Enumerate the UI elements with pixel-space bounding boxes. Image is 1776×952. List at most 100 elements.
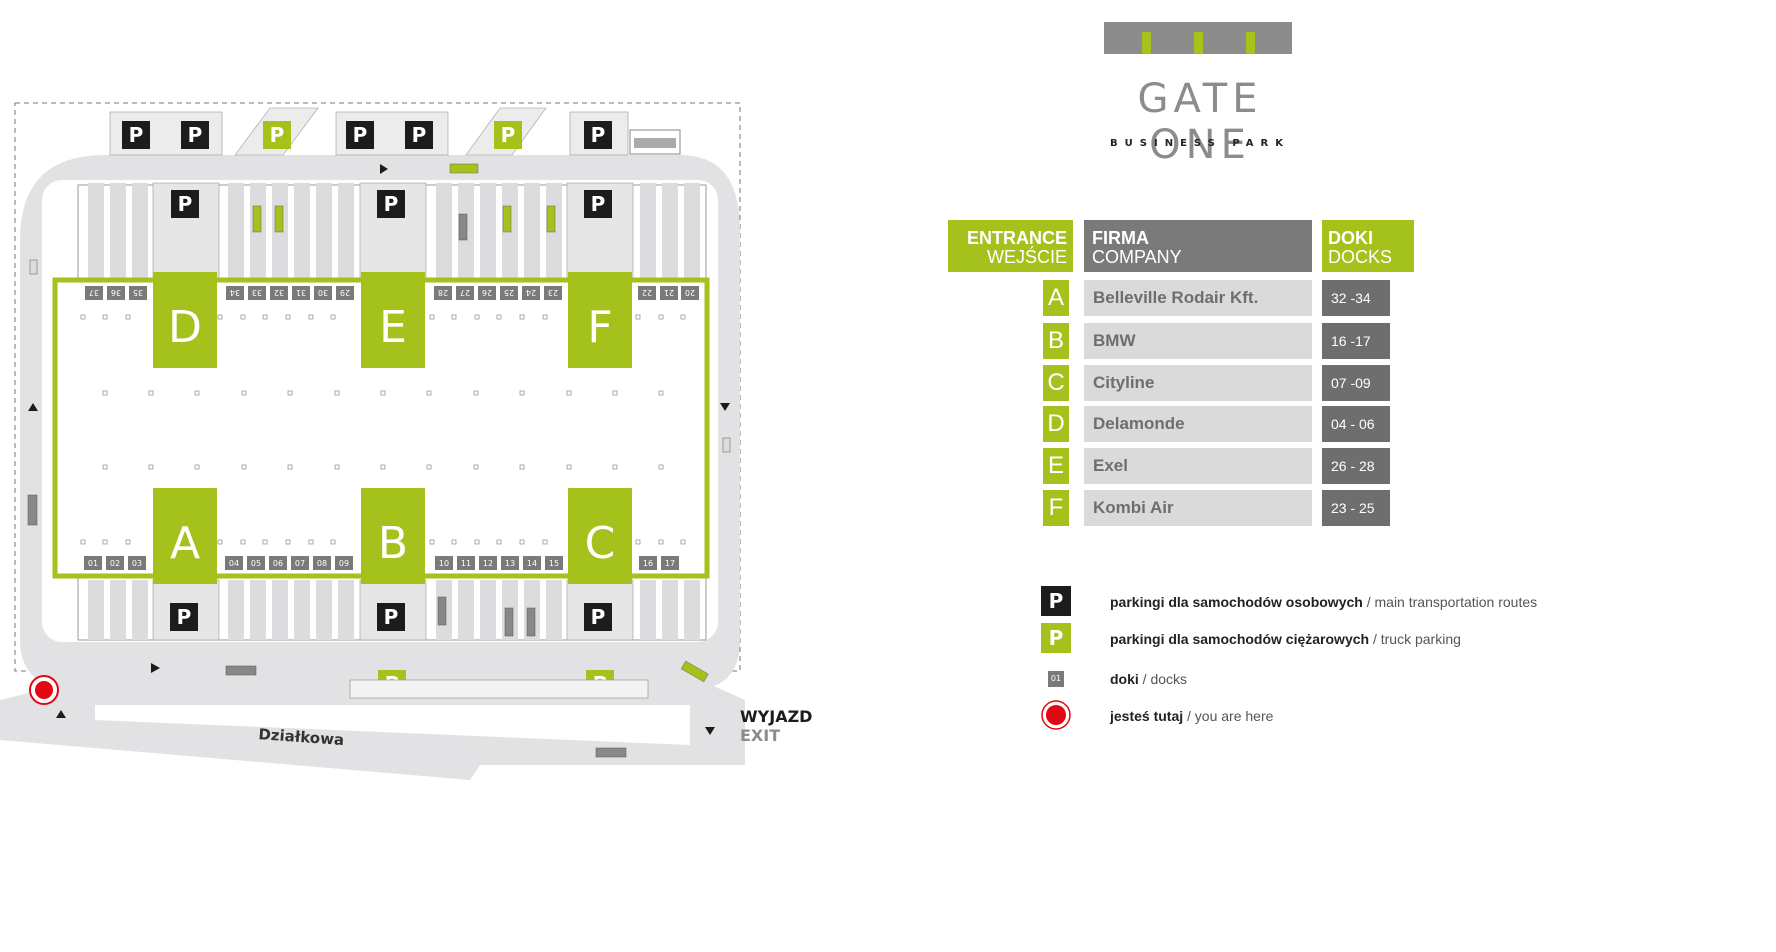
table-row: A Belleville Rodair Kft. 32 -34 bbox=[0, 280, 1776, 316]
column-marker bbox=[102, 539, 108, 545]
dock-number: 24 bbox=[526, 288, 536, 297]
dock-marker bbox=[500, 286, 518, 300]
car-icon bbox=[29, 259, 38, 275]
column-marker bbox=[308, 539, 314, 545]
column-marker bbox=[287, 464, 293, 470]
truck-bay bbox=[316, 183, 332, 279]
parking-sign bbox=[181, 121, 209, 149]
parking-letter: P bbox=[270, 123, 285, 147]
parking-sign bbox=[122, 121, 150, 149]
vehicles bbox=[27, 163, 731, 758]
dock-number: 29 bbox=[340, 288, 350, 297]
dock-label: 17 bbox=[661, 556, 679, 570]
dock-number: 06 bbox=[273, 559, 283, 568]
dock-number: 14 bbox=[527, 559, 537, 568]
entrance-letter: E bbox=[379, 302, 407, 353]
dock-marker bbox=[639, 556, 657, 570]
truck-bay bbox=[228, 580, 244, 640]
dock-marker bbox=[545, 556, 563, 570]
company-name: BMW bbox=[1084, 323, 1312, 359]
header-docks-pl: DOKI bbox=[1328, 228, 1373, 248]
truck-bay bbox=[88, 183, 104, 279]
column-marker bbox=[496, 539, 502, 545]
truck-bay bbox=[250, 580, 266, 640]
car-icon bbox=[680, 660, 709, 683]
parking-sign bbox=[170, 603, 198, 631]
dock-marker bbox=[681, 286, 699, 300]
dock-label: 11 bbox=[457, 556, 475, 570]
dock-number: 28 bbox=[438, 288, 448, 297]
legend-text: jesteś tutaj / you are here bbox=[1110, 708, 1273, 724]
truck-bay bbox=[272, 580, 288, 640]
dock-number: 22 bbox=[642, 288, 652, 297]
column-marker bbox=[80, 314, 86, 320]
dock-marker bbox=[269, 556, 287, 570]
legend-docks: 01 doki / docks bbox=[0, 663, 1776, 697]
entrance-e: E bbox=[361, 272, 425, 368]
company-name: Kombi Air bbox=[1084, 490, 1312, 526]
column-marker bbox=[612, 390, 618, 396]
dock-number: 34 bbox=[230, 288, 240, 297]
dock-label: 09 bbox=[335, 556, 353, 570]
entrance-b: B bbox=[361, 488, 425, 584]
car-icon bbox=[504, 607, 514, 637]
dock-marker bbox=[107, 286, 125, 300]
car-parking-icon: P bbox=[181, 121, 209, 149]
entrance-letter: B bbox=[1043, 323, 1069, 359]
entrance-block bbox=[568, 488, 632, 584]
dock-range: 16 -17 bbox=[1322, 323, 1390, 359]
column-marker bbox=[519, 390, 525, 396]
column-marker bbox=[241, 390, 247, 396]
truck-parking-icon: P bbox=[263, 121, 291, 149]
dock-label: 06 bbox=[269, 556, 287, 570]
column-marker bbox=[474, 539, 480, 545]
parking-letter: P bbox=[353, 123, 368, 147]
car-parking-icon: P bbox=[584, 121, 612, 149]
column-marker bbox=[542, 314, 548, 320]
dock-marker bbox=[456, 286, 474, 300]
dock-range: 07 -09 bbox=[1322, 365, 1390, 401]
dock-label: 15 bbox=[545, 556, 563, 570]
column-marker bbox=[519, 464, 525, 470]
legend-text: doki / docks bbox=[1110, 671, 1187, 687]
legend-car-parking: P parkingi dla samochodów osobowych / ma… bbox=[0, 586, 1776, 620]
column-marker bbox=[330, 539, 336, 545]
car-icon bbox=[225, 665, 257, 676]
arrow-right-icon bbox=[380, 164, 388, 174]
legend-text-pl: doki bbox=[1110, 671, 1139, 687]
column-marker bbox=[194, 390, 200, 396]
parking-letter: P bbox=[178, 192, 193, 216]
arrow-down-icon bbox=[720, 403, 730, 411]
truck-bay bbox=[294, 183, 310, 279]
parking-letter: P bbox=[591, 123, 606, 147]
roadside-parking-strip bbox=[349, 679, 649, 699]
entrance-a: A bbox=[153, 488, 217, 584]
column-marker bbox=[680, 314, 686, 320]
dock-label: 29 bbox=[336, 286, 354, 300]
column-marker bbox=[519, 314, 525, 320]
column-marker bbox=[334, 390, 340, 396]
car-icon bbox=[502, 205, 512, 233]
entrance-letter: A bbox=[170, 518, 200, 569]
arrow-up-icon bbox=[56, 710, 66, 718]
dock-label: 13 bbox=[501, 556, 519, 570]
parking-letter: P bbox=[129, 123, 144, 147]
column-marker bbox=[680, 539, 686, 545]
dock-marker bbox=[106, 556, 124, 570]
dock-label: 31 bbox=[292, 286, 310, 300]
column-marker bbox=[148, 390, 154, 396]
column-marker bbox=[102, 464, 108, 470]
dock-label: 22 bbox=[638, 286, 656, 300]
logo-subtitle: BUSINESS PARK bbox=[1110, 138, 1290, 149]
entrance-letter: C bbox=[585, 518, 616, 569]
company-name: Belleville Rodair Kft. bbox=[1084, 280, 1312, 316]
table-row: F Kombi Air 23 - 25 bbox=[0, 490, 1776, 526]
parking-sign bbox=[377, 190, 405, 218]
entrance-letter: D bbox=[1043, 406, 1069, 442]
dock-marker bbox=[85, 286, 103, 300]
car-parking-icon: P bbox=[584, 190, 612, 218]
company-name: Exel bbox=[1084, 448, 1312, 484]
